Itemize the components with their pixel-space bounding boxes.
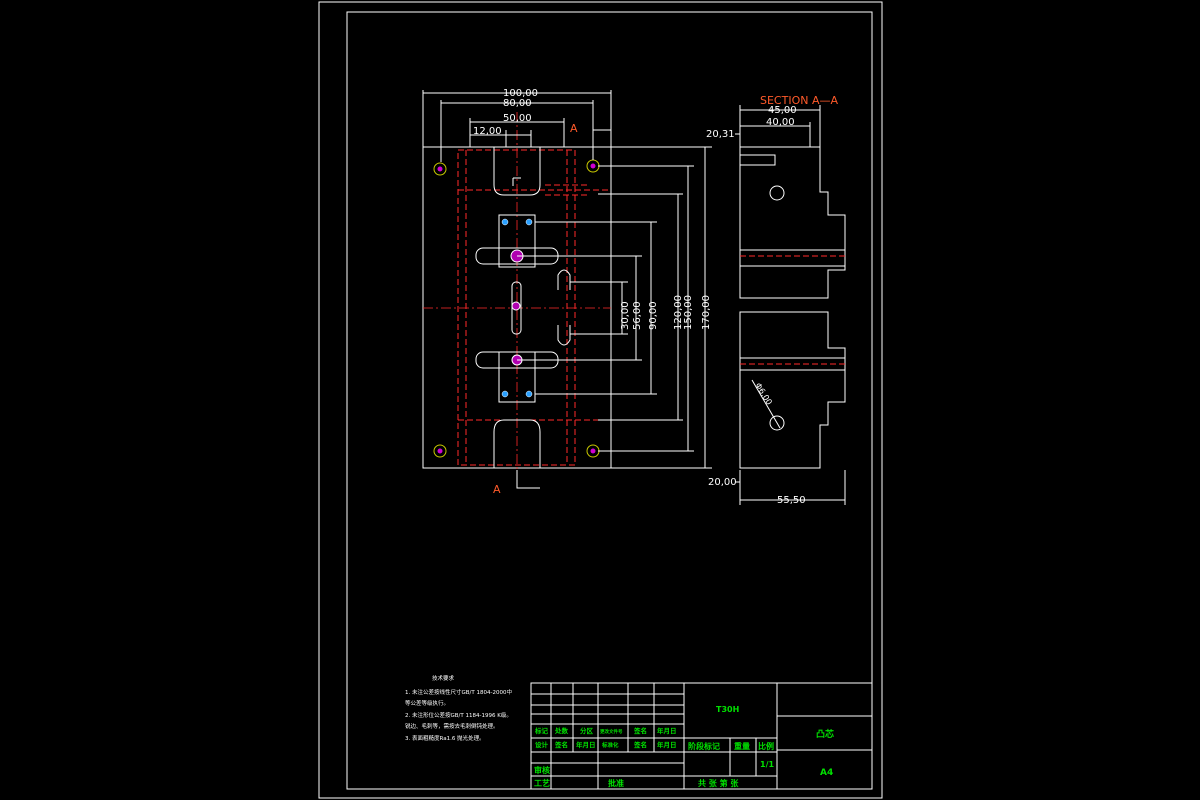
notes-line-1: 1. 未注公差按线性尺寸GB/T 1804-2000中 xyxy=(405,688,512,696)
tb-change-doc: 更改文件号 xyxy=(600,728,623,735)
dim-40: 40,00 xyxy=(766,117,795,128)
tb-stage: 阶段标记 xyxy=(688,741,720,751)
title-block xyxy=(530,682,873,790)
dim-80: 80,00 xyxy=(503,98,532,109)
dim-20-31: 20,31 xyxy=(706,129,735,140)
tb-mark: 标记 xyxy=(534,726,549,735)
tb-zone: 分区 xyxy=(580,726,594,735)
tb-count: 处数 xyxy=(554,726,569,735)
dim-56: 56,00 xyxy=(632,301,643,330)
dim-45: 45,00 xyxy=(768,105,797,116)
tb-review: 审核 xyxy=(534,765,550,775)
notes-line-5: 3. 表面粗糙度Ra1.6 抛光处理。 xyxy=(405,734,485,742)
dim-12: 12,00 xyxy=(473,126,502,137)
tb-sign-3: 签名 xyxy=(633,740,647,749)
tb-date-2: 年月日 xyxy=(576,740,596,749)
tb-approve: 批准 xyxy=(608,778,624,788)
inner-frame xyxy=(346,11,873,790)
tb-standard: 标准化 xyxy=(601,741,619,749)
notes-line-2: 等公差等级执行。 xyxy=(405,699,449,707)
section-mark-bottom: A xyxy=(493,483,501,496)
tb-sheet-info: 共 张 第 张 xyxy=(698,778,739,788)
section-view xyxy=(735,105,846,505)
tb-sheet-size: A4 xyxy=(820,768,833,778)
dim-170: 170,00 xyxy=(701,295,712,330)
tb-design: 设计 xyxy=(535,740,549,749)
tb-material: T30H xyxy=(716,705,739,714)
tb-process: 工艺 xyxy=(534,778,550,788)
tb-sign-2: 签名 xyxy=(554,740,568,749)
dim-30: 30,00 xyxy=(620,301,631,330)
tb-part-name: 凸芯 xyxy=(816,728,834,740)
section-title: SECTION A—A xyxy=(760,94,838,107)
front-view xyxy=(422,90,712,489)
dim-20: 20,00 xyxy=(708,477,737,488)
tb-date-3: 年月日 xyxy=(657,740,677,749)
dim-diag: Φ6,00 xyxy=(753,381,773,406)
outer-border xyxy=(318,1,883,799)
tb-weight: 重量 xyxy=(734,741,750,751)
dim-55-5: 55,50 xyxy=(777,495,806,506)
tb-sign-1: 签名 xyxy=(633,726,647,735)
dim-50: 50,00 xyxy=(503,113,532,124)
notes-heading: 技术要求 xyxy=(432,674,455,682)
dim-150: 150,00 xyxy=(683,295,694,330)
tb-scale-label: 比例 xyxy=(758,741,774,751)
tb-scale-value: 1/1 xyxy=(760,760,774,769)
dim-120: 120,00 xyxy=(673,295,684,330)
section-mark-top: A xyxy=(570,122,578,135)
tb-date-1: 年月日 xyxy=(657,726,677,735)
dim-90: 90,00 xyxy=(648,301,659,330)
dim-100: 100,00 xyxy=(503,88,538,99)
notes-line-4: 锐边、毛刺等，需按去毛刺倒钝处理。 xyxy=(405,722,499,730)
notes-line-3: 2. 未注形位公差按GB/T 1184-1996 K级。 xyxy=(405,711,512,719)
